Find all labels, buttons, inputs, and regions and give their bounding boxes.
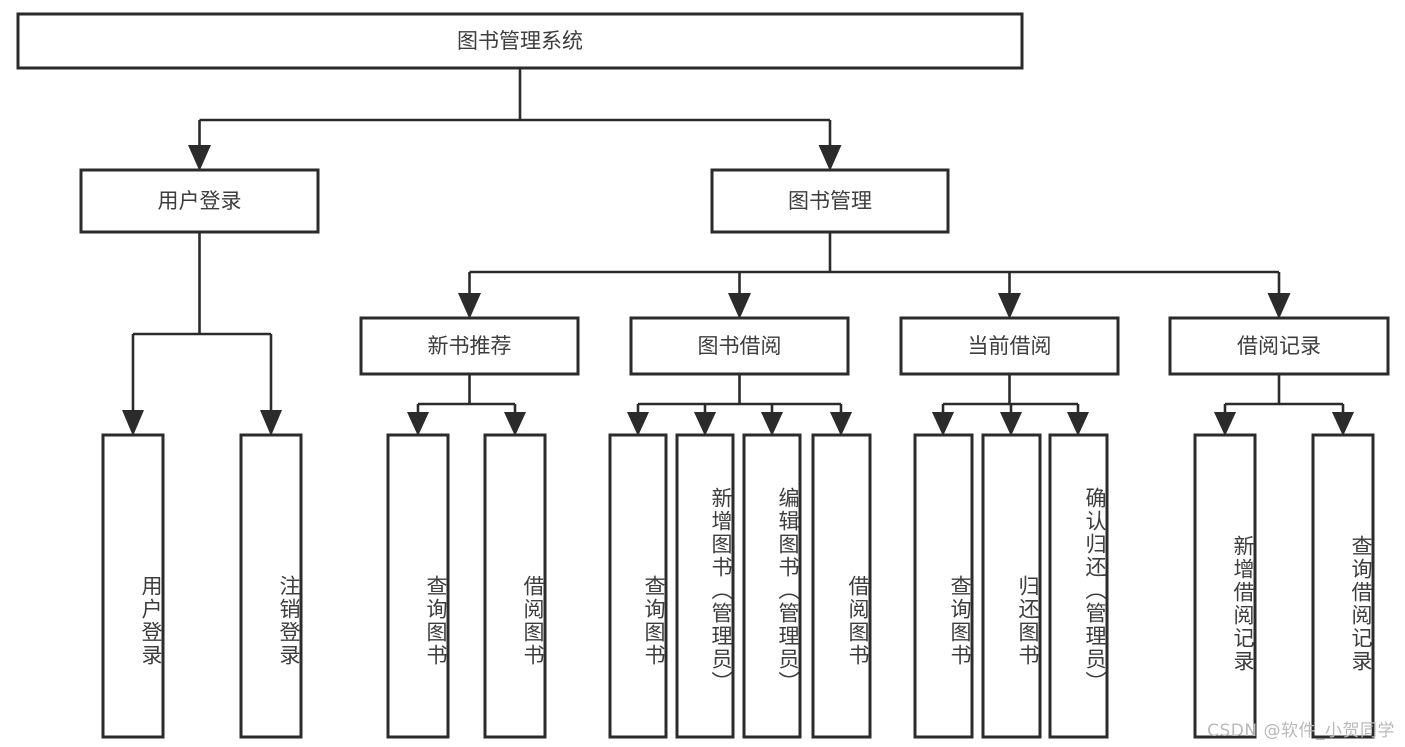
node-new-book-recommend[interactable]: 新书推荐: [359, 316, 580, 376]
node-leaf-borrow-book-2[interactable]: [811, 433, 872, 739]
arrowhead-leaf-borrow-book-1: [504, 412, 526, 436]
node-leaf-query-book-1[interactable]: [386, 433, 450, 739]
node-leaf-query-record[interactable]: [1311, 433, 1375, 739]
node-book-manage[interactable]: 图书管理: [710, 168, 950, 234]
arrowhead-leaf-confirm-return: [1067, 412, 1089, 436]
node-leaf-edit-book[interactable]: [742, 433, 802, 739]
arrowhead-layer: [122, 145, 1354, 436]
arrowhead-leaf-user-logout: [260, 410, 282, 436]
node-user-login[interactable]: 用户登录: [79, 168, 320, 234]
arrowhead-leaf-return-book: [1000, 412, 1022, 436]
csdn-watermark: CSDN @软件_小贺同学: [1207, 721, 1395, 741]
node-leaf-add-book[interactable]: [675, 433, 735, 739]
arrowhead-book-manage: [818, 145, 842, 171]
node-root[interactable]: 图书管理系统: [16, 12, 1024, 70]
node-new-book-recommend-label: 新书推荐: [428, 334, 512, 358]
arrowhead-bookborrow: [728, 293, 751, 319]
arrowhead-leaf-edit-book: [761, 412, 783, 436]
node-leaf-confirm-return[interactable]: [1048, 433, 1109, 739]
arrowhead-leaf-query-book-2: [627, 412, 649, 436]
node-user-login-label: 用户登录: [158, 189, 242, 213]
connector-layer: [131, 68, 1345, 412]
node-book-borrow-label: 图书借阅: [698, 334, 782, 358]
arrowhead-currentborrow: [998, 293, 1021, 319]
node-leaf-add-record[interactable]: [1193, 433, 1257, 739]
node-book-manage-label: 图书管理: [788, 189, 872, 213]
arrowhead-user-login: [188, 145, 211, 171]
node-current-borrow-label: 当前借阅: [968, 334, 1052, 358]
arrowhead-leaf-query-book-3: [932, 412, 954, 436]
node-borrow-record[interactable]: 借阅记录: [1168, 316, 1390, 376]
node-leaf-borrow-book-1[interactable]: [483, 433, 547, 739]
node-leaf-return-book[interactable]: [981, 433, 1042, 739]
arrowhead-leaf-add-book: [694, 412, 716, 436]
node-leaf-user-logout[interactable]: [239, 433, 303, 739]
node-leaf-user-login[interactable]: [101, 433, 165, 739]
arrowhead-leaf-query-record: [1332, 412, 1354, 436]
arrowhead-leaf-borrow-book-2: [830, 412, 852, 436]
node-leaf-query-book-3[interactable]: [913, 433, 974, 739]
node-leaf-query-book-2[interactable]: [608, 433, 668, 739]
node-current-borrow[interactable]: 当前借阅: [899, 316, 1120, 376]
arrowhead-leaf-add-record: [1214, 412, 1236, 436]
node-borrow-record-label: 借阅记录: [1237, 334, 1321, 358]
arrowhead-borrowrecord: [1267, 293, 1291, 319]
arrowhead-leaf-query-book-1: [407, 412, 429, 436]
node-book-borrow[interactable]: 图书借阅: [629, 316, 850, 376]
node-root-label: 图书管理系统: [457, 29, 583, 53]
node-layer: 图书管理系统 用户登录 图书管理 新书推荐 图书借阅 当前: [16, 12, 1390, 739]
arrowhead-leaf-user-login: [122, 410, 144, 436]
arrowhead-newbook: [458, 293, 481, 319]
